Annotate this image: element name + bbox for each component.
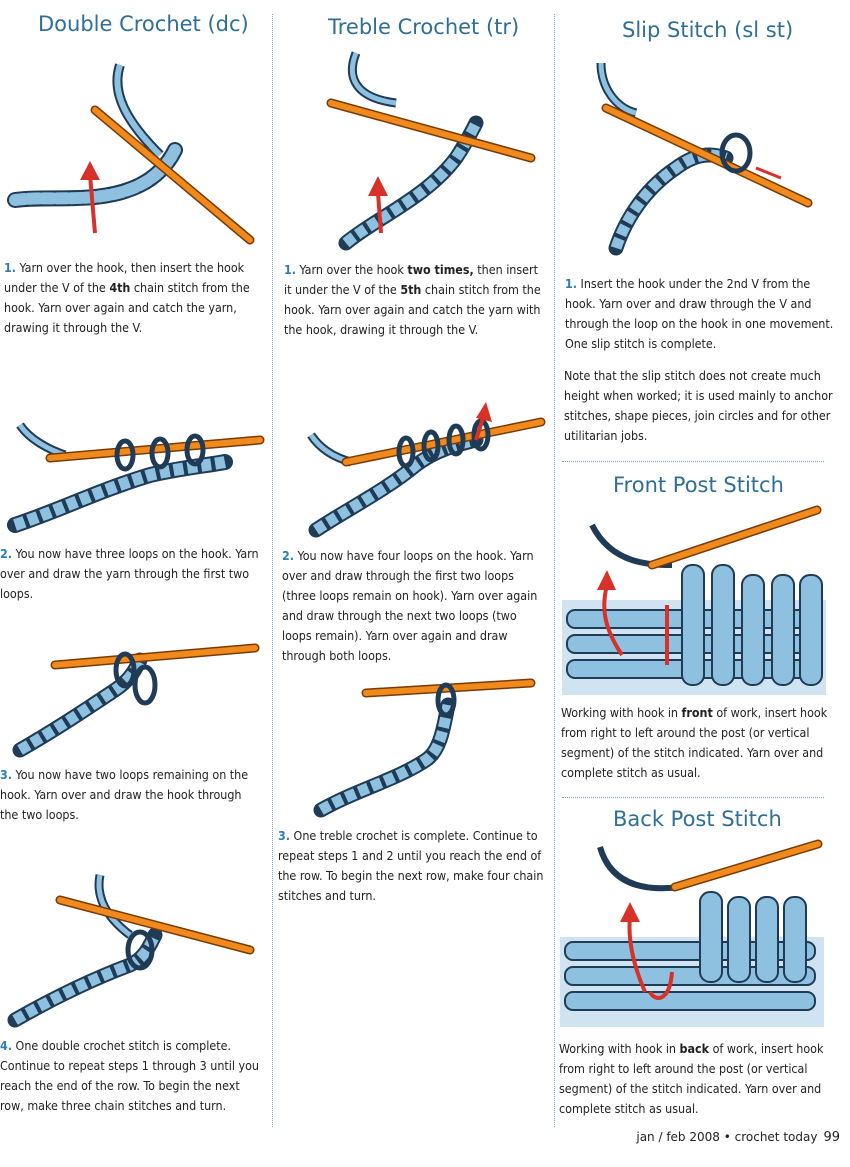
back-post-description: Working with hook in back of work, inser… [559, 1041, 824, 1116]
slst-note: Note that the slip stitch does not creat… [564, 368, 833, 443]
tr-step2-illustration [307, 402, 546, 538]
tr-step-1: 1. Yarn over the hook two times, then in… [284, 262, 541, 337]
slst-step1-illustration [596, 62, 813, 256]
dc-step3-illustration [12, 643, 260, 758]
back-post-illustration [560, 839, 824, 1027]
column-divider-left [272, 14, 273, 1127]
dc-step-1: 1. Yarn over the hook, then insert the h… [4, 260, 250, 335]
dc-step1-illustration [7, 63, 255, 245]
section-divider-back-post [562, 797, 824, 798]
tr-step-3: 3. One treble crochet is complete. Conti… [278, 828, 544, 903]
double-crochet-title: Double Crochet (dc) [38, 12, 249, 36]
section-divider-front-post [562, 461, 824, 462]
front-post-illustration [562, 505, 826, 695]
tr-step3-illustration [313, 678, 536, 818]
front-post-title: Front Post Stitch [613, 473, 784, 497]
dc-step-4: 4. One double crochet stitch is complete… [0, 1038, 259, 1113]
dc-step-2: 2. You now have three loops on the hook.… [0, 546, 259, 601]
front-post-description: Working with hook in front of work, inse… [561, 705, 828, 780]
issue-line: jan / feb 2008 • crochet today [636, 1130, 818, 1144]
slip-stitch-title: Slip Stitch (sl st) [622, 18, 794, 42]
tr-step-2: 2. You now have four loops on the hook. … [282, 548, 538, 663]
treble-crochet-title: Treble Crochet (tr) [328, 15, 520, 39]
tr-step1-illustration [326, 51, 536, 251]
column-divider-right [554, 14, 555, 1127]
back-post-title: Back Post Stitch [613, 807, 782, 831]
page-number: 99 [823, 1130, 840, 1145]
dc-step-3: 3. You now have two loops remaining on t… [0, 767, 249, 822]
dc-step4-illustration [7, 874, 255, 1028]
dc-step2-illustration [7, 422, 265, 533]
page-footer: jan / feb 2008 • crochet today 99 [636, 1130, 840, 1145]
slst-step-1: 1. Insert the hook under the 2nd V from … [565, 276, 834, 351]
